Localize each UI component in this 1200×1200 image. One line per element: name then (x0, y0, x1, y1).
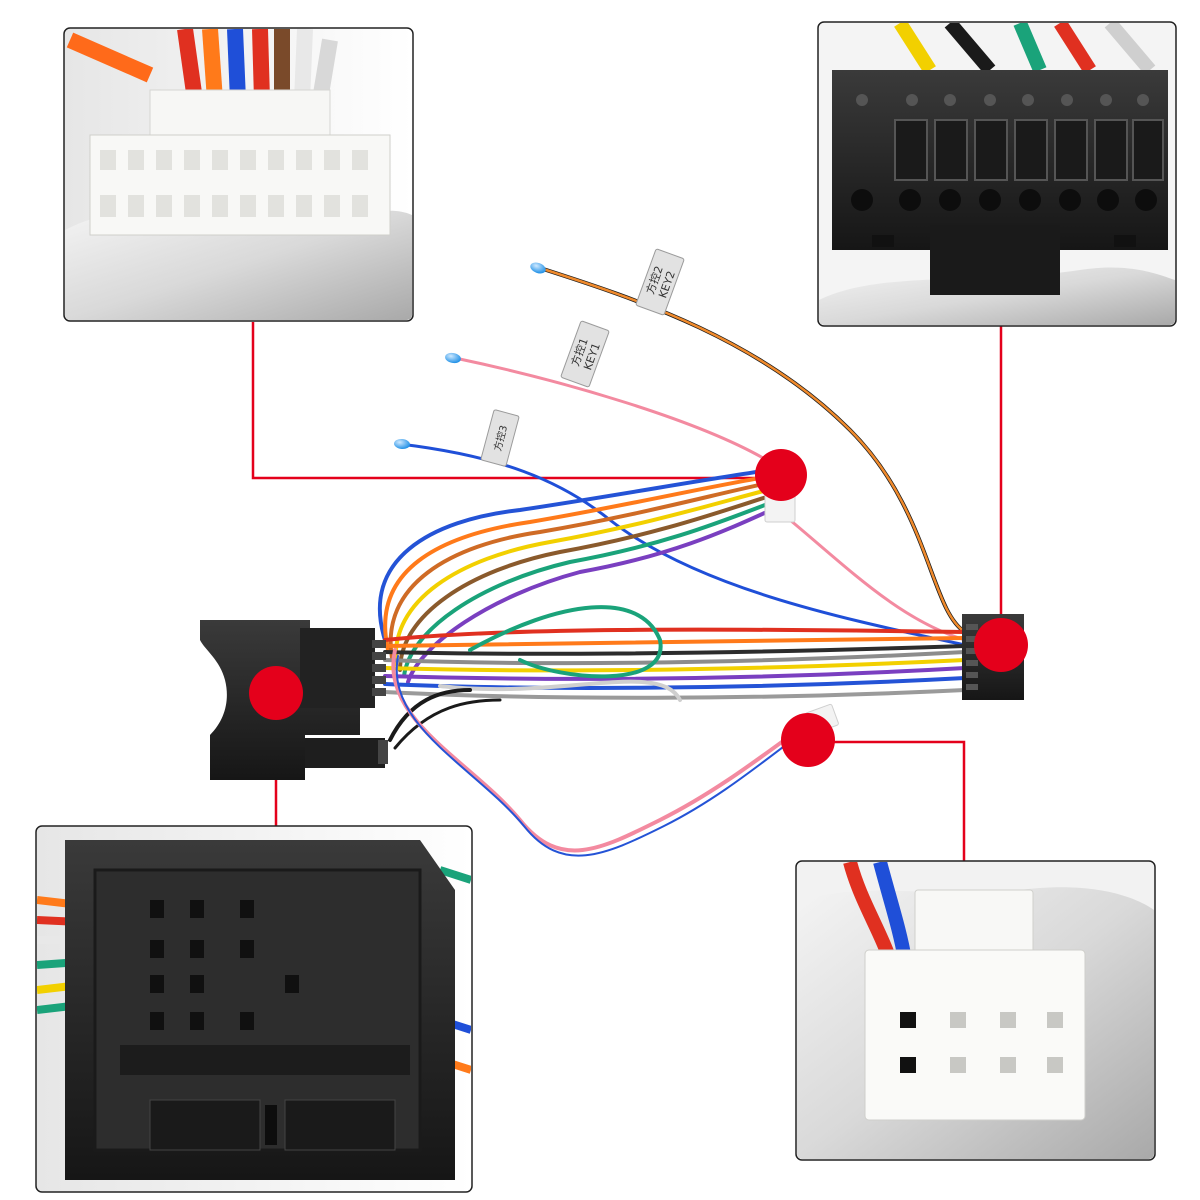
inset-top-left (63, 27, 414, 322)
marker-dots (249, 449, 1028, 767)
key1-wire-tag: 方控1 KEY1 (560, 320, 610, 388)
inset-bottom-left (35, 825, 473, 1193)
wire-bundle (377, 266, 967, 857)
key3-wire-tag: 方控3 (480, 409, 520, 467)
wire-tips (394, 262, 546, 450)
inset-bottom-right (795, 860, 1156, 1161)
inset-top-right (817, 21, 1177, 327)
key2-wire-tag: 方控2 KEY2 (635, 248, 685, 316)
